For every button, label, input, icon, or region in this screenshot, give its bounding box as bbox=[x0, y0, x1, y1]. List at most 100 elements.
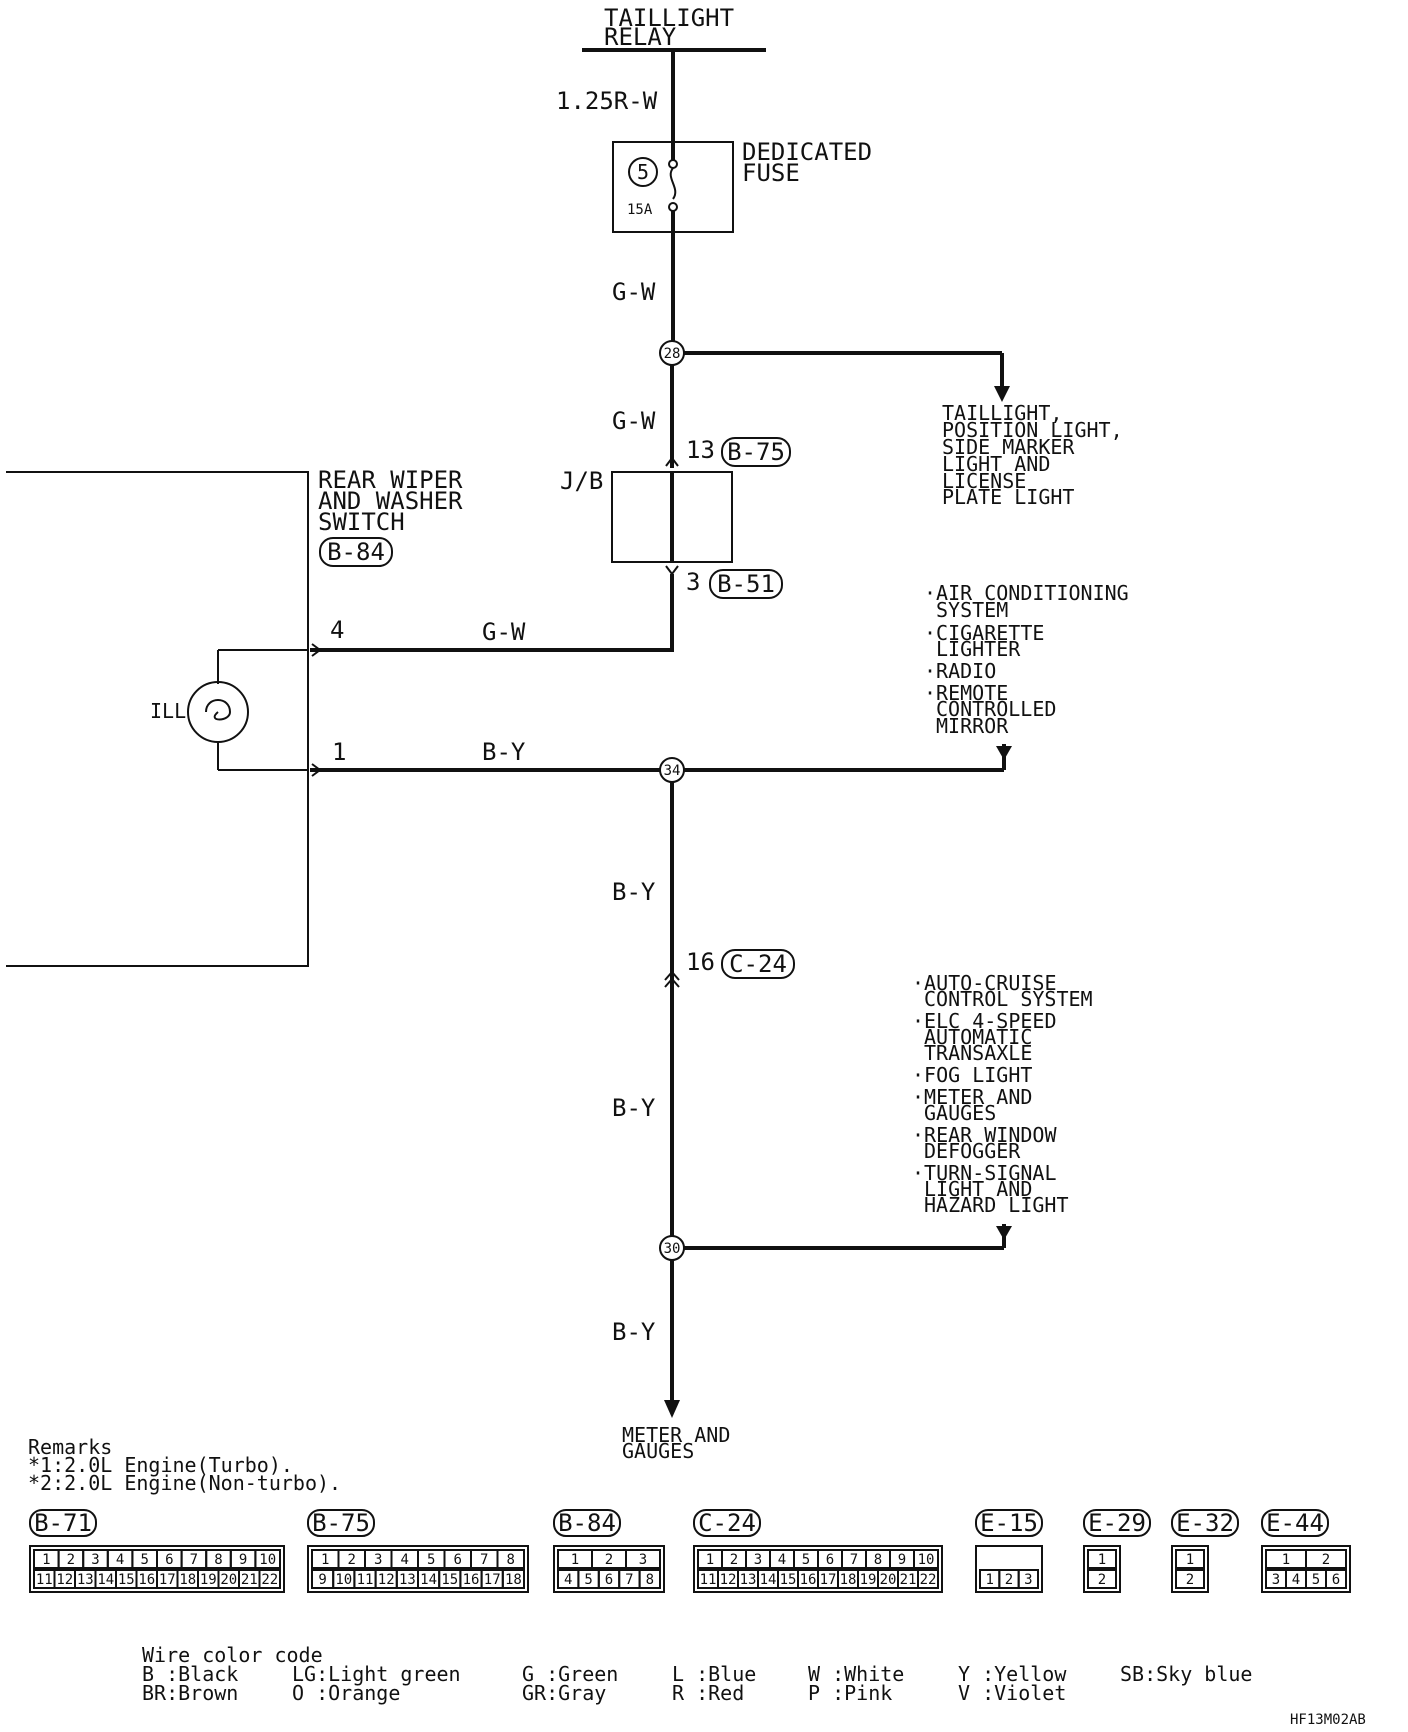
connector-b84-cell bbox=[638, 1569, 661, 1589]
dest-30-10: DEFOGGER bbox=[924, 1139, 1021, 1163]
connector-b75-pin: 5 bbox=[427, 1552, 435, 1568]
connector-b71-pin: 19 bbox=[200, 1572, 217, 1588]
fuse-element-icon bbox=[669, 167, 677, 200]
dest-34-3: ·CIGARETTE bbox=[924, 621, 1044, 645]
connector-b75-cell bbox=[501, 1569, 525, 1589]
connector-b75-pin: 15 bbox=[441, 1572, 458, 1588]
connector-b71-pin: 10 bbox=[259, 1552, 276, 1568]
dest-taillight-2: POSITION LIGHT, bbox=[942, 418, 1123, 442]
color-code-o: O :Orange bbox=[292, 1681, 400, 1705]
dest-30-3: ·ELC 4-SPEED bbox=[912, 1009, 1057, 1033]
color-code-l: L :Blue bbox=[672, 1662, 756, 1686]
dest-30-13: HAZARD LIGHT bbox=[924, 1193, 1069, 1217]
connector-c24-pin: 2 bbox=[730, 1552, 738, 1568]
connector-e44-pin: 5 bbox=[1312, 1572, 1320, 1588]
pin-4-arrow-icon bbox=[311, 643, 322, 657]
switch-pin-4: 4 bbox=[330, 616, 344, 644]
dest-34-1: ·AIR CONDITIONING bbox=[924, 581, 1129, 605]
dest-34-6: ·REMOTE bbox=[924, 681, 1008, 705]
connector-b71-cell bbox=[258, 1569, 281, 1589]
connector-c24-pin: 1 bbox=[706, 1552, 714, 1568]
connector-b84-name-box bbox=[553, 1509, 621, 1537]
dest-30-7: ·METER AND bbox=[912, 1085, 1032, 1109]
connector-b71-pin: 6 bbox=[165, 1552, 173, 1568]
dest-34-8: MIRROR bbox=[936, 714, 1009, 738]
color-code-g: G :Green bbox=[522, 1662, 618, 1686]
connector-b84-pin: 3 bbox=[639, 1552, 647, 1568]
dest-taillight-6: PLATE LIGHT bbox=[942, 485, 1074, 509]
connector-e44-pin: 1 bbox=[1282, 1552, 1290, 1568]
connector-e15-name: E-15 bbox=[980, 1509, 1038, 1537]
remarks-title: Remarks bbox=[28, 1435, 112, 1459]
connector-c24-pin: 7 bbox=[850, 1552, 858, 1568]
switch-title-3: SWITCH bbox=[318, 508, 405, 536]
jb-bottom-terminal-icon bbox=[665, 565, 679, 576]
arrow-bottom-icon bbox=[664, 1400, 680, 1418]
connector-c24-pin: 16 bbox=[800, 1572, 817, 1588]
connector-c24-pin: 10 bbox=[918, 1552, 935, 1568]
splice-34-label: 34 bbox=[664, 763, 681, 779]
color-code-p: P :Pink bbox=[808, 1681, 892, 1705]
connector-b75-pin: 1 bbox=[321, 1552, 329, 1568]
figure-id: HF13M02AB bbox=[1290, 1712, 1366, 1728]
arrow-taillight-icon bbox=[994, 386, 1010, 402]
connector-e15-cell bbox=[1017, 1569, 1040, 1589]
switch-conn-box bbox=[319, 537, 393, 567]
connector-e32-name-box bbox=[1171, 1509, 1239, 1537]
connector-e29-cell bbox=[1087, 1569, 1117, 1589]
connector-c24-pin: 3 bbox=[754, 1552, 762, 1568]
wire-label-by-switch: B-Y bbox=[482, 738, 526, 766]
wire-label-top: 1.25R-W bbox=[556, 87, 658, 115]
connector-b71-pin: 8 bbox=[214, 1552, 222, 1568]
connector-c24-cell bbox=[913, 1549, 939, 1569]
dest-30-11: ·TURN-SIGNAL bbox=[912, 1161, 1057, 1185]
arrow-meters-icon bbox=[996, 1226, 1012, 1240]
color-code-lg: LG:Light green bbox=[292, 1662, 461, 1686]
connector-b75-pin: 13 bbox=[399, 1572, 416, 1588]
wire-label-gw-1: G-W bbox=[612, 278, 656, 306]
jb-bottom-conn-box bbox=[709, 569, 783, 599]
c24-conn-box bbox=[721, 949, 795, 979]
switch-pin-1: 1 bbox=[332, 738, 346, 766]
connector-b71-pin: 1 bbox=[42, 1552, 50, 1568]
jb-top-terminal-icon bbox=[665, 456, 679, 467]
connector-e29-pin: 2 bbox=[1098, 1572, 1106, 1588]
connector-b84-body bbox=[553, 1545, 665, 1593]
dest-taillight-4: LIGHT AND bbox=[942, 452, 1050, 476]
connector-e15-pin: 3 bbox=[1024, 1572, 1032, 1588]
connector-b84-pin: 2 bbox=[605, 1552, 613, 1568]
connector-c24-pin: 8 bbox=[874, 1552, 882, 1568]
connector-b75-pin: 17 bbox=[484, 1572, 501, 1588]
connector-b71-name: B-71 bbox=[34, 1509, 92, 1537]
connector-b75-pin: 14 bbox=[420, 1572, 437, 1588]
connector-e44-pin: 2 bbox=[1322, 1552, 1330, 1568]
dest-30-5: TRANSAXLE bbox=[924, 1041, 1032, 1065]
dest-34-2: SYSTEM bbox=[936, 598, 1008, 622]
connector-c24-pin: 22 bbox=[920, 1572, 937, 1588]
connector-e44-body bbox=[1261, 1545, 1351, 1593]
connector-c24-pin: 5 bbox=[802, 1552, 810, 1568]
c24-conn: C-24 bbox=[729, 950, 787, 978]
connector-b75-pin: 4 bbox=[401, 1552, 409, 1568]
connector-e15-name-box bbox=[975, 1509, 1043, 1537]
connector-b75-pin: 2 bbox=[348, 1552, 356, 1568]
rear-wiper-switch-box bbox=[6, 471, 309, 967]
connector-e32-name: E-32 bbox=[1176, 1509, 1234, 1537]
connector-b71-pin: 16 bbox=[138, 1572, 155, 1588]
dest-34-4: LIGHTER bbox=[936, 637, 1021, 661]
connector-e44-pin: 4 bbox=[1292, 1572, 1300, 1588]
connector-b71-pin: 2 bbox=[67, 1552, 75, 1568]
switch-title-2: AND WASHER bbox=[318, 487, 463, 515]
connector-b75-cell bbox=[496, 1549, 525, 1569]
remarks-2: *2:2.0L Engine(Non-turbo). bbox=[28, 1471, 341, 1495]
connector-c24-pin: 19 bbox=[860, 1572, 877, 1588]
connector-c24-body bbox=[693, 1545, 943, 1593]
jb-bottom-pin: 3 bbox=[686, 568, 700, 596]
relay-title-2: RELAY bbox=[604, 23, 677, 51]
color-code-sb: SB:Sky blue bbox=[1120, 1662, 1252, 1686]
connector-e29-pin: 1 bbox=[1098, 1552, 1106, 1568]
splice-28-label: 28 bbox=[664, 346, 681, 362]
dest-taillight-3: SIDE MARKER bbox=[942, 435, 1075, 459]
connector-e44-cell bbox=[1325, 1569, 1347, 1589]
